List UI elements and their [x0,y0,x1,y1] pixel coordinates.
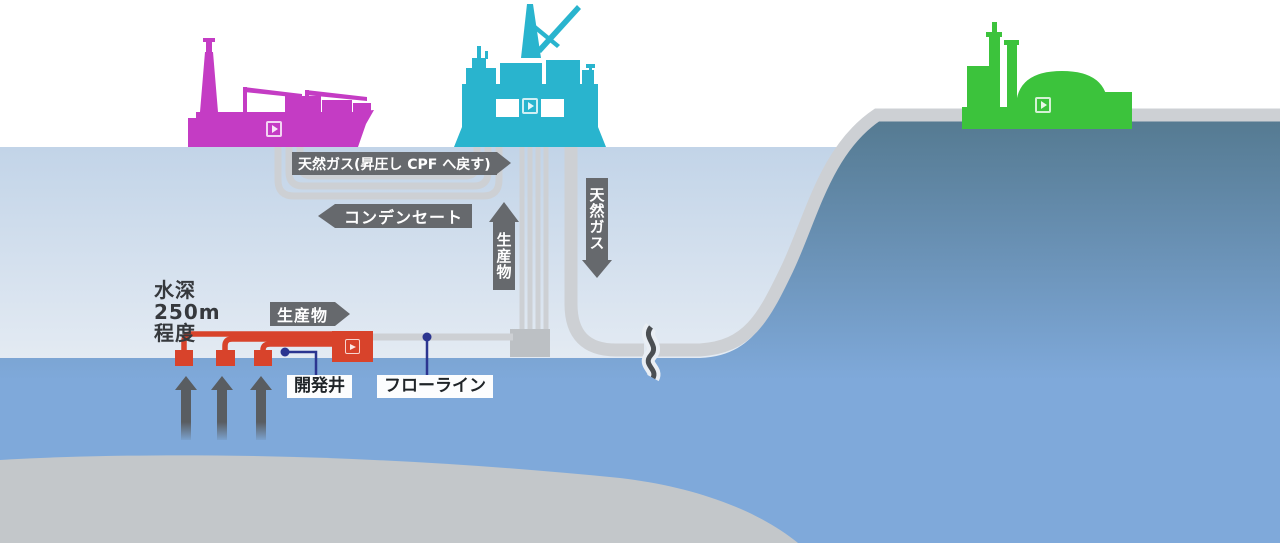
onshore-plant-play-button[interactable] [1035,97,1051,113]
cpf-deck-opening [541,99,564,117]
subsea-wells-group [175,331,373,366]
sediment-layer [0,455,798,543]
wellhead-icon [216,350,235,366]
wellhead-icon [254,350,272,366]
product-right-arrow-label: 生産物 [270,302,351,326]
export-pipeline [564,108,1280,357]
condensate-text: コンデンセート [335,204,473,228]
product-up-arrow-label: 生産物 [489,202,519,290]
arrow-right-icon [496,152,511,174]
product-right-text: 生産物 [270,302,336,326]
water-depth-note: 水深 250m 程度 [154,278,221,345]
natural-gas-down-arrow-label: 天然ガス [582,178,612,278]
gas-return-arrow-label: 天然ガス(昇圧し CPF へ戻す) [292,152,511,175]
development-well-callout-dot [280,347,290,357]
seabed-and-land [0,121,1280,543]
pipeline-break-icon [641,322,661,382]
arrow-up-icon [489,202,519,222]
play-icon [271,125,278,133]
development-well-label: 開発井 [287,375,352,398]
flowline-callout-dot [422,332,432,342]
play-icon [1040,101,1047,109]
product-up-text: 生産物 [493,222,515,290]
manifold-play-button[interactable] [345,339,360,354]
well-jumper-pipes [181,331,336,352]
wellhead-icon [175,350,193,366]
fpso-play-button[interactable] [266,121,282,137]
natural-gas-text: 天然ガス [586,178,608,260]
cpf-platform-icon[interactable] [454,4,606,147]
flowline-label: フローライン [377,375,493,398]
play-icon [527,102,534,110]
play-icon [350,343,356,350]
callout-lines [285,338,429,376]
arrow-down-icon [582,260,612,278]
gas-return-text: 天然ガス(昇圧し CPF へ戻す) [292,152,497,175]
cpf-deck-opening [496,99,519,117]
production-risers [519,140,549,332]
arrow-left-icon [318,204,335,228]
riser-base-block [510,329,550,357]
condensate-arrow-label: コンデンセート [318,204,473,228]
cpf-play-button[interactable] [522,98,538,114]
arrow-right-icon [335,302,351,326]
gas-flow-up-arrows [175,376,272,440]
